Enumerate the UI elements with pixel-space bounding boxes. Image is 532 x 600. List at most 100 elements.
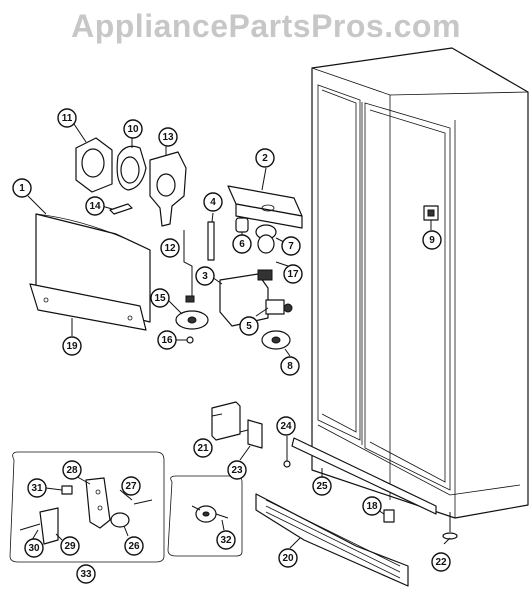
part-6-light-socket bbox=[235, 217, 249, 238]
part-24-screw bbox=[283, 436, 291, 468]
hinge-roller-box bbox=[167, 475, 243, 557]
callout-label: 27 bbox=[125, 481, 137, 492]
callout-32: 32 bbox=[216, 530, 236, 550]
callout-3: 3 bbox=[195, 266, 215, 286]
callout-label: 19 bbox=[66, 341, 78, 352]
callout-label: 21 bbox=[197, 443, 209, 454]
callout-circle bbox=[312, 476, 332, 496]
callout-24: 24 bbox=[276, 416, 296, 436]
callout-circle bbox=[57, 108, 77, 128]
callout-label: 26 bbox=[128, 541, 140, 552]
watermark: AppliancePartsPros.com bbox=[71, 8, 461, 44]
callout-circle bbox=[283, 264, 303, 284]
callout-4: 4 bbox=[203, 192, 223, 212]
callout-27: 27 bbox=[121, 476, 141, 496]
callout-33: 33 bbox=[76, 564, 96, 584]
callout-label: 32 bbox=[220, 535, 232, 546]
callout-17: 17 bbox=[283, 264, 303, 284]
callout-circle bbox=[12, 178, 32, 198]
callout-circle bbox=[422, 230, 442, 250]
callout-circle bbox=[255, 148, 275, 168]
callout-25: 25 bbox=[312, 476, 332, 496]
callout-label: 18 bbox=[366, 501, 378, 512]
part-5-switch bbox=[255, 299, 293, 317]
callout-14: 14 bbox=[85, 196, 105, 216]
part-22-leveling-leg bbox=[442, 512, 458, 545]
callout-label: 22 bbox=[435, 557, 447, 568]
callout-11: 11 bbox=[57, 108, 77, 128]
callout-29: 29 bbox=[60, 536, 80, 556]
callout-circle bbox=[24, 538, 44, 558]
callout-circle bbox=[193, 438, 213, 458]
callout-9: 9 bbox=[422, 230, 442, 250]
callout-circle bbox=[280, 356, 300, 376]
part-2-bracket bbox=[227, 167, 303, 229]
callout-circle bbox=[278, 548, 298, 568]
callout-circle bbox=[124, 536, 144, 556]
callout-8: 8 bbox=[280, 356, 300, 376]
part-23-bracket bbox=[239, 419, 263, 461]
callout-circle bbox=[60, 536, 80, 556]
callout-label: 1 bbox=[19, 183, 25, 194]
callout-label: 29 bbox=[64, 541, 76, 552]
callout-label: 7 bbox=[288, 241, 294, 252]
part-20-toe-grille bbox=[255, 493, 409, 587]
callout-19: 19 bbox=[62, 336, 82, 356]
callout-15: 15 bbox=[150, 288, 170, 308]
callout-16: 16 bbox=[157, 330, 177, 350]
part-33-hinge-kit-box bbox=[9, 451, 165, 563]
part-15-roller bbox=[167, 299, 209, 330]
callout-label: 25 bbox=[316, 481, 328, 492]
callout-label: 12 bbox=[164, 243, 176, 254]
callout-circle bbox=[158, 127, 178, 147]
callout-22: 22 bbox=[431, 552, 451, 572]
callout-label: 23 bbox=[231, 465, 243, 476]
callout-circle bbox=[203, 192, 223, 212]
part-18-clip bbox=[377, 509, 395, 523]
callout-circle bbox=[362, 496, 382, 516]
callout-circle bbox=[232, 234, 252, 254]
callout-circle bbox=[276, 416, 296, 436]
callout-circle bbox=[431, 552, 451, 572]
callout-circle bbox=[121, 476, 141, 496]
part-9-door-switch bbox=[423, 205, 439, 230]
callout-circle bbox=[195, 266, 215, 286]
callout-label: 17 bbox=[287, 269, 299, 280]
callout-label: 15 bbox=[154, 293, 166, 304]
callout-circle bbox=[85, 196, 105, 216]
callout-31: 31 bbox=[27, 478, 47, 498]
callout-label: 8 bbox=[287, 361, 293, 372]
callout-circle bbox=[239, 316, 259, 336]
callout-label: 13 bbox=[162, 132, 174, 143]
part-13-air-diffuser bbox=[149, 144, 187, 227]
callout-label: 14 bbox=[89, 201, 101, 212]
callout-label: 30 bbox=[28, 543, 40, 554]
part-14-clip bbox=[101, 203, 133, 215]
part-19-trim-strip bbox=[29, 283, 147, 336]
callout-label: 11 bbox=[62, 113, 73, 124]
part-11-duct-ring bbox=[73, 123, 113, 193]
callout-circle bbox=[123, 119, 143, 139]
callout-circle bbox=[62, 460, 82, 480]
callout-circle bbox=[76, 564, 96, 584]
callout-10: 10 bbox=[123, 119, 143, 139]
part-8-roller bbox=[261, 330, 291, 357]
callout-13: 13 bbox=[158, 127, 178, 147]
part-3-control-box bbox=[211, 273, 269, 327]
callout-label: 31 bbox=[31, 483, 43, 494]
callout-label: 24 bbox=[280, 421, 292, 432]
callout-label: 6 bbox=[239, 239, 245, 250]
callout-label: 9 bbox=[429, 235, 435, 246]
callout-6: 6 bbox=[232, 234, 252, 254]
callout-5: 5 bbox=[239, 316, 259, 336]
part-16-screw bbox=[175, 336, 194, 344]
refrigerator-cabinet bbox=[311, 47, 529, 519]
callout-circle bbox=[150, 288, 170, 308]
callout-label: 20 bbox=[282, 553, 294, 564]
callout-label: 2 bbox=[262, 153, 268, 164]
callout-circle bbox=[160, 238, 180, 258]
callout-18: 18 bbox=[362, 496, 382, 516]
callout-7: 7 bbox=[281, 236, 301, 256]
